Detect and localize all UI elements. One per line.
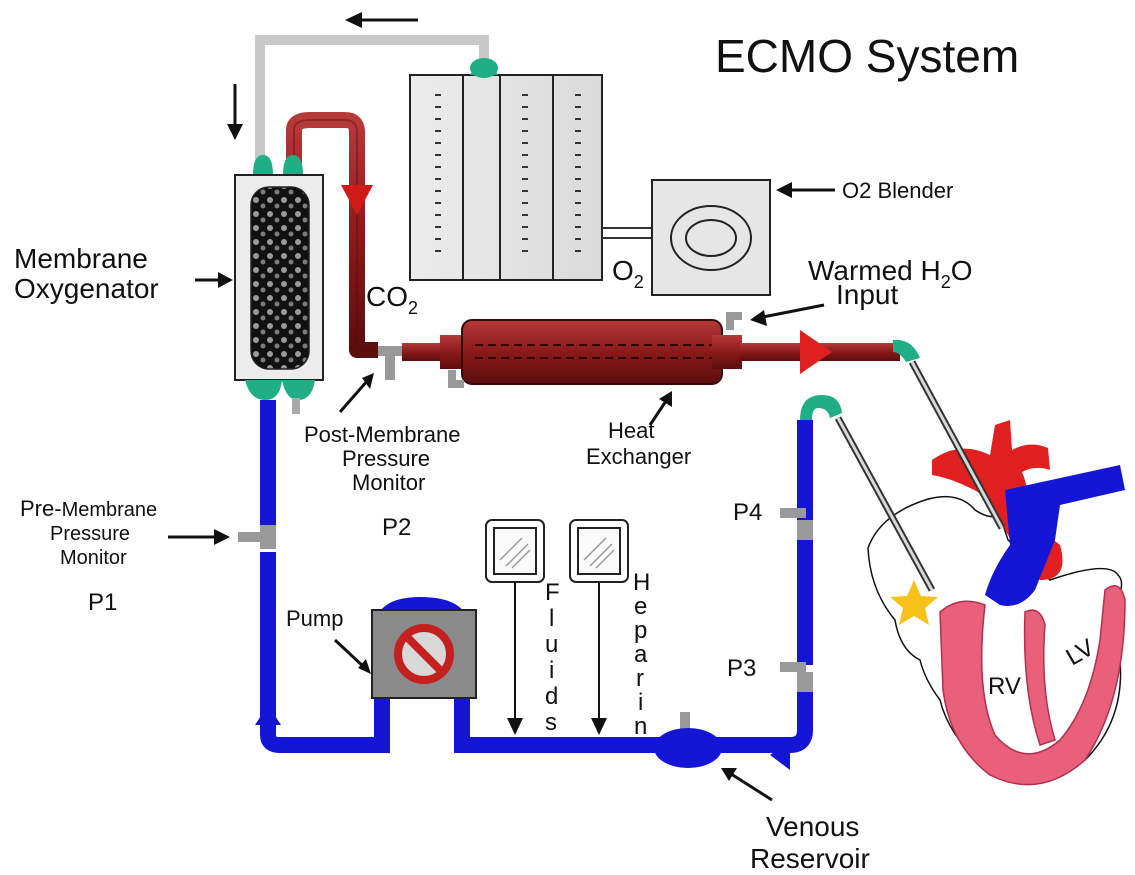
p3-label: P3 (727, 655, 756, 682)
flow-arrow-down (227, 84, 243, 140)
post-membrane-port (378, 346, 402, 380)
rv-label: RV (988, 673, 1021, 700)
o2-blender (651, 179, 771, 296)
p1-label: P1 (88, 589, 117, 616)
post-membrane-pointer (338, 373, 374, 413)
warmed-h2o-pointer (750, 303, 825, 326)
pump (371, 609, 477, 699)
venous-reservoir-pointer (721, 768, 773, 802)
flow-arrow-left (345, 12, 418, 28)
heat-exchanger (402, 312, 920, 388)
gas-flowmeter (409, 58, 603, 281)
blender-connector (602, 227, 652, 239)
venous-reservoir (654, 712, 722, 768)
pre-membrane-pointer (168, 529, 230, 545)
p3-port (780, 662, 813, 692)
p4-port (780, 508, 813, 540)
co2-label: CO2 (366, 281, 418, 318)
o2-blender-pointer (776, 182, 835, 198)
membrane-oxygenator-pointer (195, 272, 233, 288)
heart (867, 420, 1126, 786)
heat-exchanger-pointer (648, 391, 672, 426)
gas-line (255, 35, 489, 168)
arterial-outlet-loop (286, 112, 378, 358)
venous-cannula (834, 416, 936, 592)
pump-label: Pump (286, 606, 343, 631)
diagram-title: ECMO System (715, 30, 1019, 82)
pump-pointer (333, 638, 371, 674)
heparin-bag (569, 519, 629, 735)
o2-blender-label: O2 Blender (842, 178, 953, 203)
pre-membrane-port (238, 525, 276, 549)
membrane-oxygenator (234, 155, 324, 414)
o2-label: O2 (612, 255, 644, 292)
arterial-cannula (908, 360, 1006, 530)
p2-label: P2 (382, 514, 411, 541)
fluids-bag (485, 519, 545, 735)
p4-label: P4 (733, 499, 762, 526)
